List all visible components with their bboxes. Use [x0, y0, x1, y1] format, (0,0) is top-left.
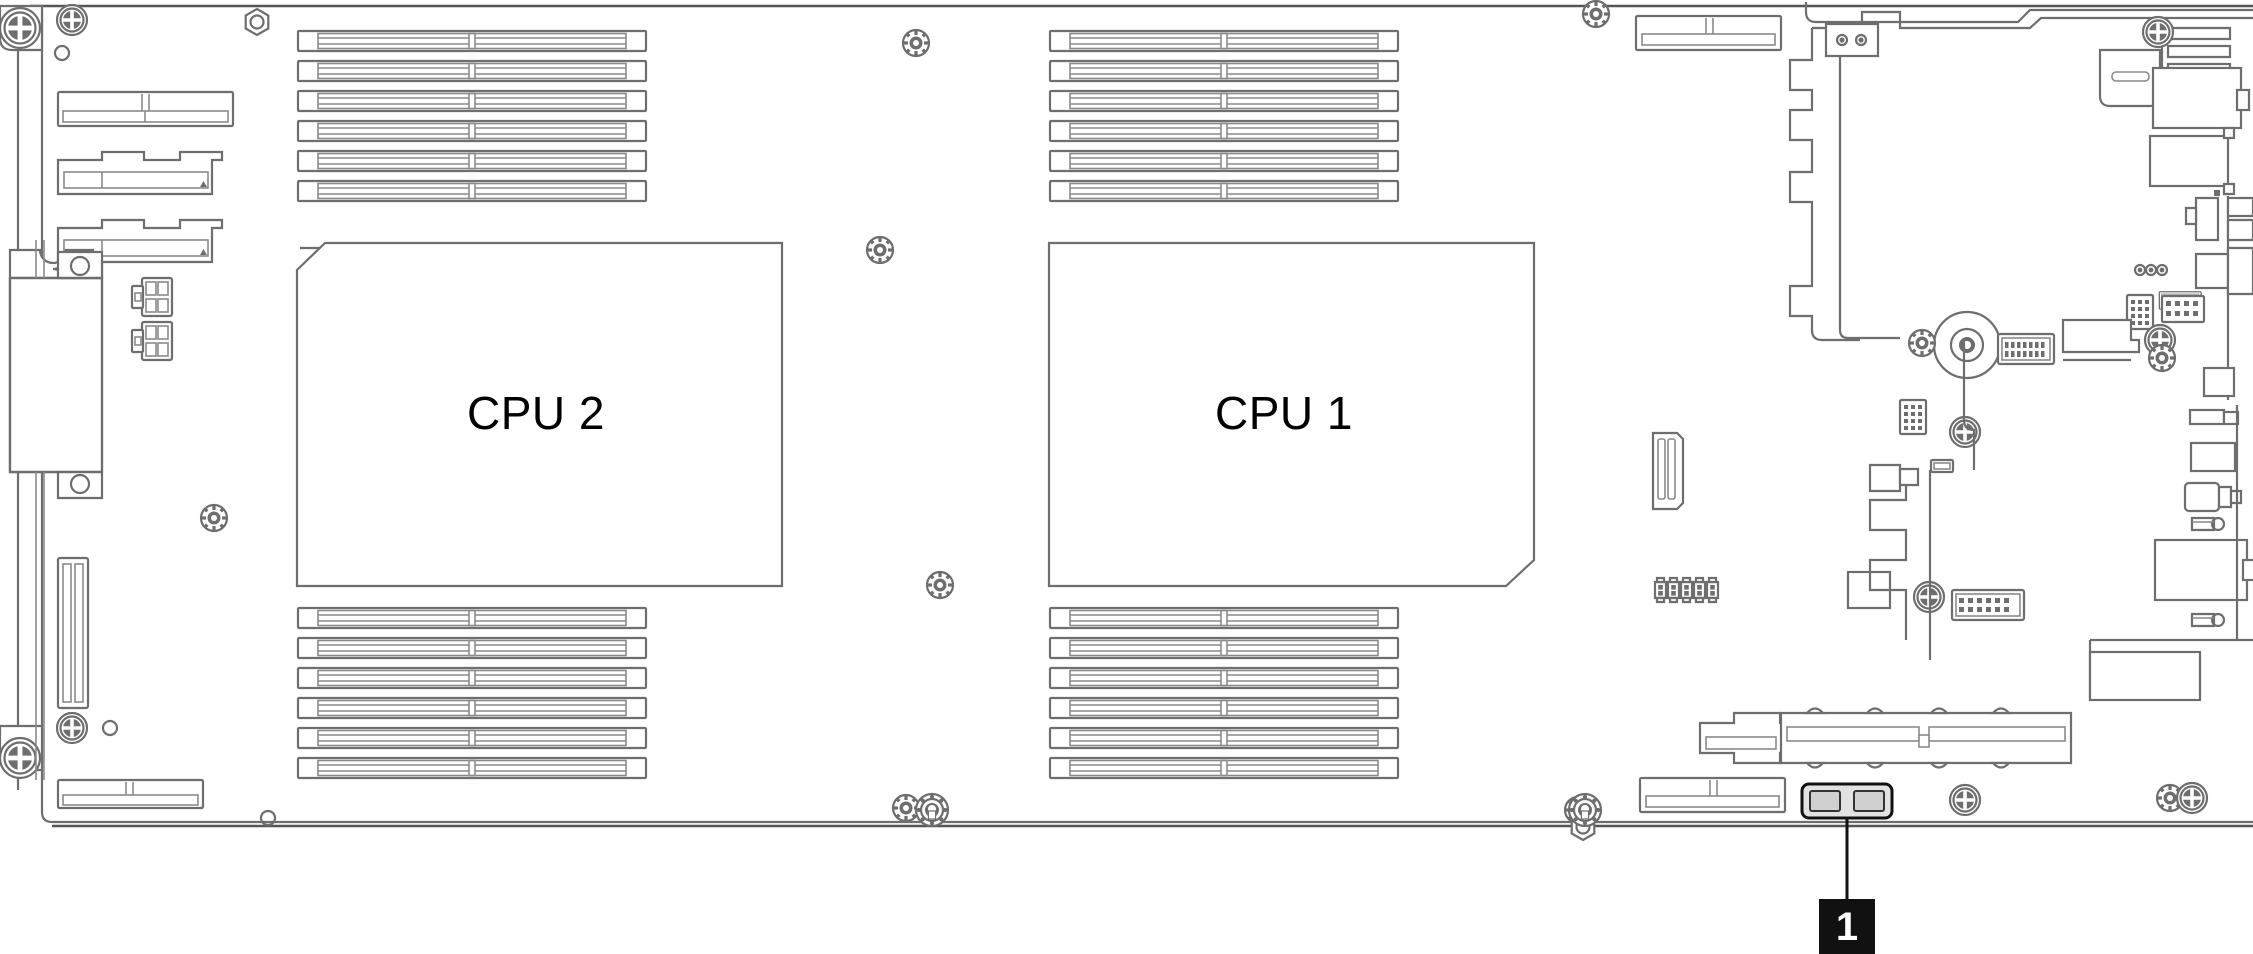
dimm-bank-cpu1-lower [1048, 606, 1400, 780]
callout-number-1-text: 1 [1835, 904, 1859, 949]
dimm-bank-cpu1-upper [1048, 29, 1400, 203]
board-outline [16, 4, 2253, 828]
dimm-bank-cpu2-upper [296, 29, 648, 203]
switch-block [1800, 782, 1894, 820]
cpu1-socket [1047, 241, 1536, 588]
callout-number-1: 1 [1819, 899, 1875, 954]
left-region [8, 90, 277, 827]
cpu2-label: CPU 2 [467, 387, 605, 439]
cpu2-socket [295, 241, 784, 588]
mid-right-parts [1634, 14, 2073, 814]
right-io-region [1788, 2, 2253, 817]
cpu1-label: CPU 1 [1215, 387, 1353, 439]
left-edge-brackets [0, 3, 119, 780]
dimm-bank-cpu2-lower [296, 606, 648, 780]
